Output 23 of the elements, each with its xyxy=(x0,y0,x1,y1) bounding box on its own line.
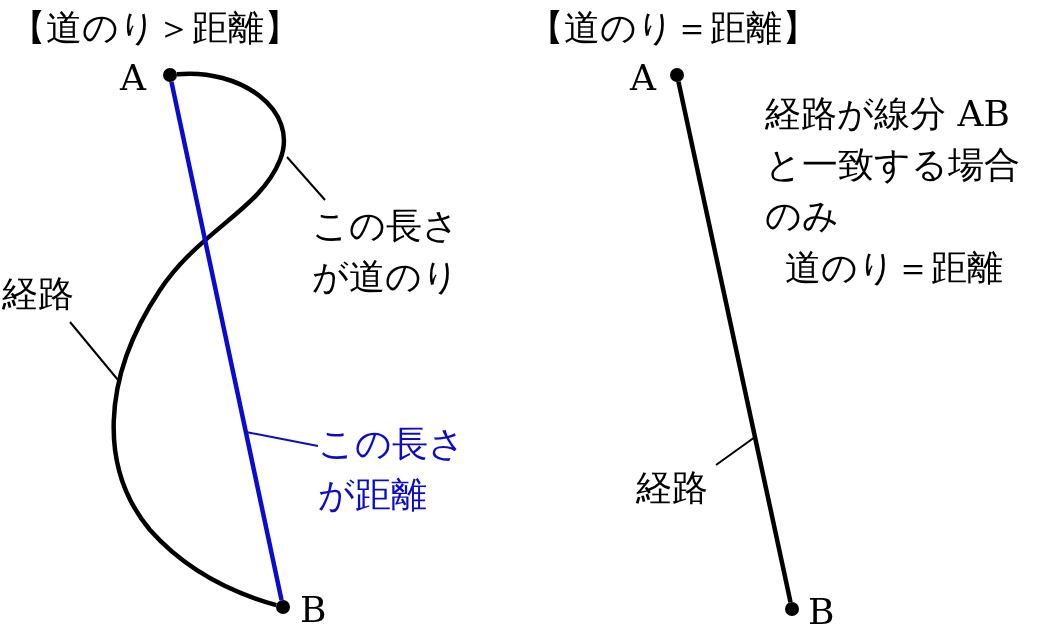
heading: 【道のり＞距離】 xyxy=(10,6,301,50)
point-dot xyxy=(670,68,684,82)
callout-text: この長さが道のり xyxy=(312,204,460,300)
note-text: 道のり＝距離 xyxy=(785,246,1004,290)
point-dot xyxy=(785,602,799,616)
line-segment xyxy=(676,81,793,603)
callout-text: 経路 xyxy=(636,466,709,510)
callout-text: この長さが距離 xyxy=(318,422,466,518)
callout-text: 経路 xyxy=(2,272,75,316)
note-text: 経路が線分 ABと一致する場合のみ xyxy=(765,92,1021,239)
path-curve xyxy=(111,71,286,608)
leader-line xyxy=(69,321,119,381)
point-dot xyxy=(276,600,290,614)
point-label: A xyxy=(120,56,146,100)
point-dot xyxy=(163,68,177,82)
leader-line xyxy=(715,436,756,466)
point-label: A xyxy=(630,56,656,100)
leader-line xyxy=(286,156,326,201)
point-label: B xyxy=(808,590,835,632)
leader-line xyxy=(245,431,319,447)
heading: 【道のり＝距離】 xyxy=(528,6,819,50)
line-segment xyxy=(169,81,284,601)
point-label: B xyxy=(300,588,327,632)
